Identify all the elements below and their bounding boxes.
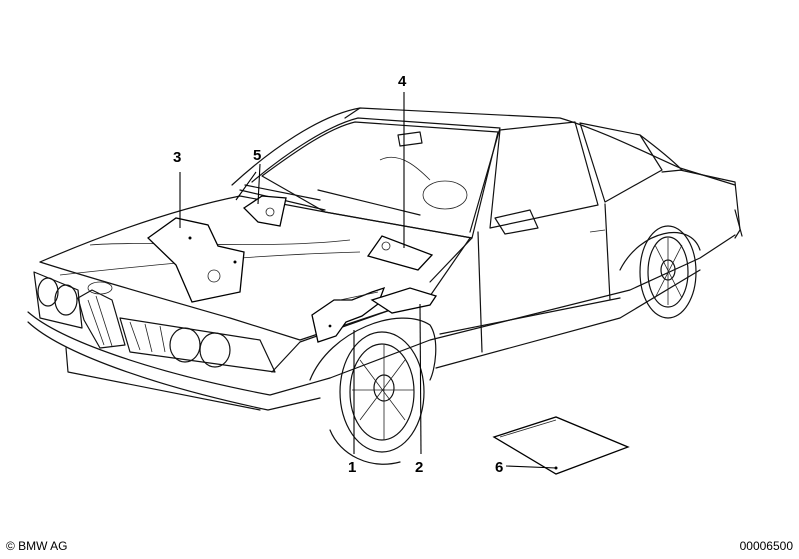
callout-3: 3 (173, 149, 181, 166)
callout-6: 6 (495, 459, 503, 476)
part-4-bulkhead-insulation (366, 235, 434, 271)
drawing-number: 00006500 (739, 539, 793, 553)
callout-4: 4 (398, 73, 407, 90)
copyright-label: © BMW AG (6, 539, 68, 553)
part-5-cowl-insulation (242, 195, 287, 227)
part-3-hood-insulation (146, 217, 245, 303)
leader-lines (179, 92, 557, 469)
callout-5: 5 (253, 147, 261, 164)
callout-2: 2 (415, 459, 423, 476)
part-6-floor-mat (492, 416, 630, 475)
callout-1: 1 (348, 459, 356, 476)
car-illustration (27, 107, 743, 465)
